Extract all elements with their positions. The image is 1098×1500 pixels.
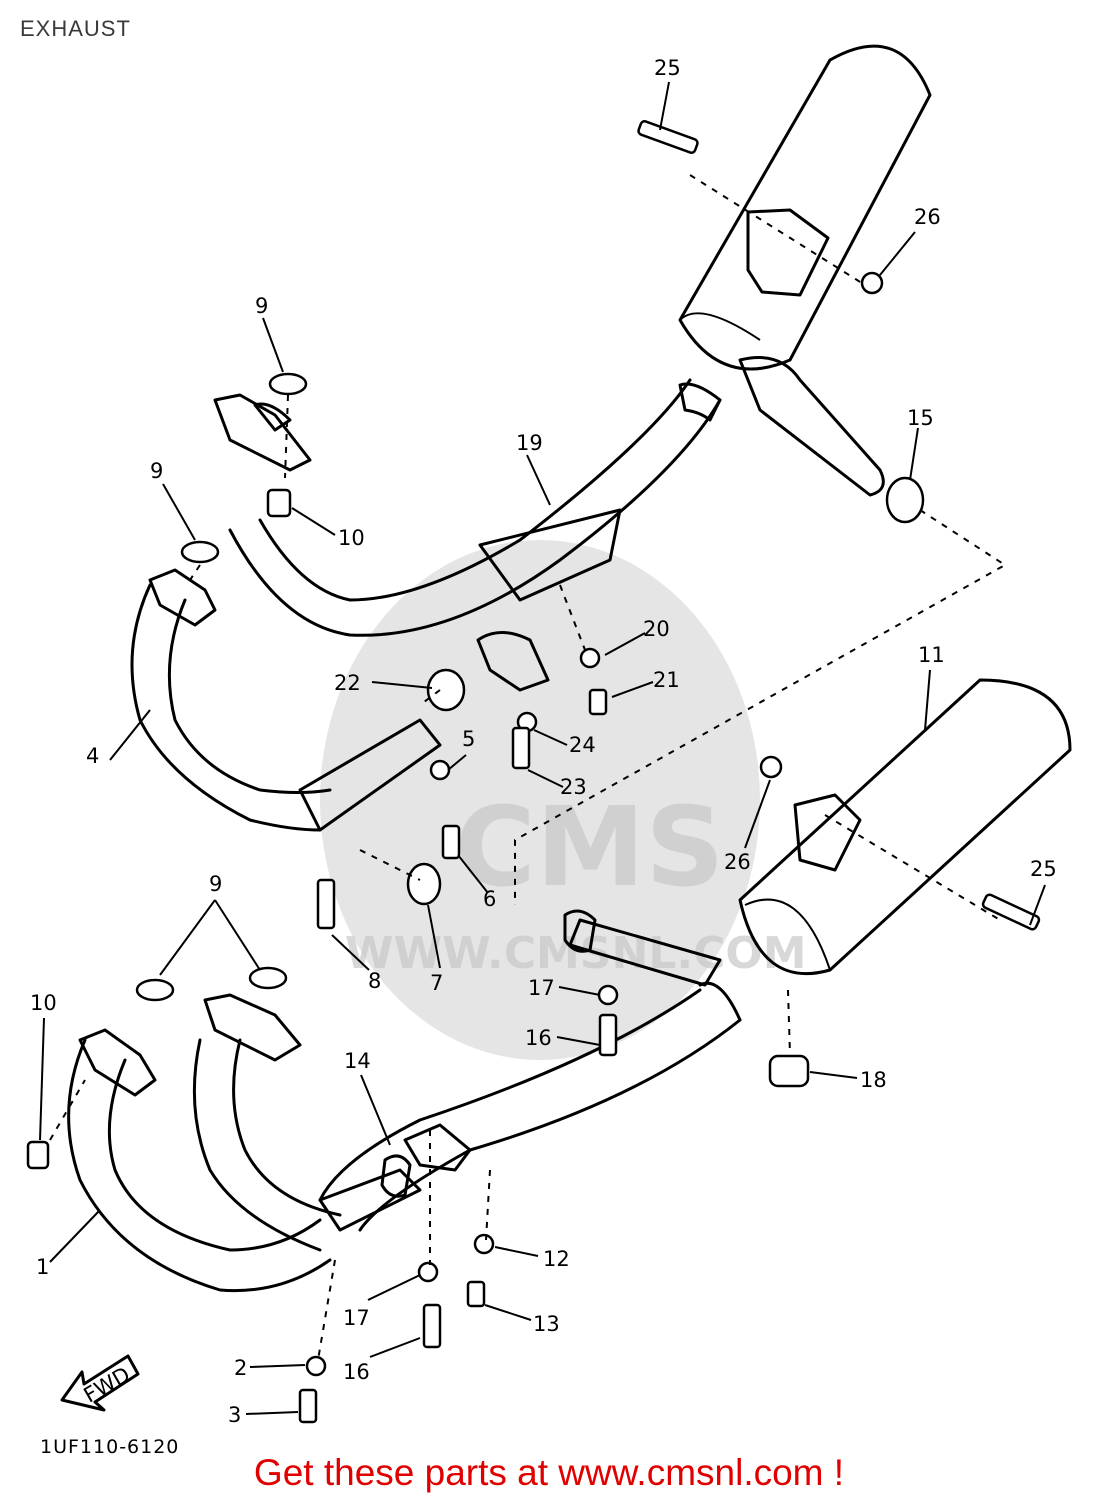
callout-number: 4 — [86, 744, 99, 768]
upper-exhaust-pipe-19 — [228, 356, 885, 637]
callout-number: 16 — [525, 1026, 552, 1050]
callout-number: 7 — [430, 971, 443, 995]
callout-number: 17 — [528, 976, 555, 1000]
callout-number: 6 — [483, 887, 496, 911]
callout-number: 8 — [368, 969, 381, 993]
assembly-lines — [49, 174, 1007, 1361]
upper-front-pipe-4 — [130, 568, 442, 832]
callout-number: 18 — [860, 1068, 887, 1092]
callout-number: 5 — [462, 727, 475, 751]
leader-lines — [39, 81, 1046, 1415]
fwd-arrow: FWD — [60, 1354, 140, 1412]
callout-number: 1 — [36, 1255, 49, 1279]
silencer-clamp-20 — [476, 631, 550, 692]
callout-number: 15 — [907, 406, 934, 430]
lower-front-pipe-1 — [67, 993, 422, 1293]
callout-number: 23 — [560, 775, 587, 799]
footer-link-text[interactable]: Get these parts at www.cmsnl.com ! — [253, 1452, 845, 1493]
upper-cylinder-flange — [213, 393, 312, 472]
callout-number: 25 — [1030, 857, 1057, 881]
lower-muffler-11 — [738, 678, 1072, 976]
callout-number: 10 — [30, 991, 57, 1015]
watermark-logo-text: CMS — [455, 783, 724, 911]
callout-number: 26 — [914, 205, 941, 229]
diagram-code: 1UF110-6120 — [40, 1436, 180, 1458]
callout-labels: 25 26 9 9 10 19 15 20 21 22 24 11 4 5 23… — [30, 56, 1057, 1427]
lower-exhaust-pipe — [318, 909, 742, 1232]
callout-number: 13 — [533, 1312, 560, 1336]
callout-number: 2 — [234, 1356, 247, 1380]
callout-number: 17 — [343, 1306, 370, 1330]
callout-number: 22 — [334, 671, 361, 695]
callout-number: 9 — [209, 872, 222, 896]
callout-number: 3 — [228, 1403, 241, 1427]
callout-number: 21 — [653, 668, 680, 692]
callout-number: 12 — [543, 1247, 570, 1271]
callout-number: 24 — [569, 733, 596, 757]
callout-number: 9 — [255, 294, 268, 318]
upper-muffler — [678, 44, 932, 371]
callout-number: 20 — [643, 617, 670, 641]
callout-number: 25 — [654, 56, 681, 80]
callout-number: 19 — [516, 431, 543, 455]
callout-number: 11 — [918, 643, 945, 667]
callout-number: 14 — [344, 1049, 371, 1073]
watermark: CMS WWW.CMSNL.COM — [320, 540, 807, 1060]
diagram-title: EXHAUST — [20, 16, 131, 41]
callout-number: 26 — [724, 850, 751, 874]
callout-number: 16 — [343, 1360, 370, 1384]
lower-pipe-clamp-14 — [380, 1123, 472, 1198]
callout-number: 9 — [150, 459, 163, 483]
watermark-url-text: WWW.CMSNL.COM — [345, 928, 807, 979]
hardware — [26, 120, 1041, 1424]
callout-number: 10 — [338, 526, 365, 550]
